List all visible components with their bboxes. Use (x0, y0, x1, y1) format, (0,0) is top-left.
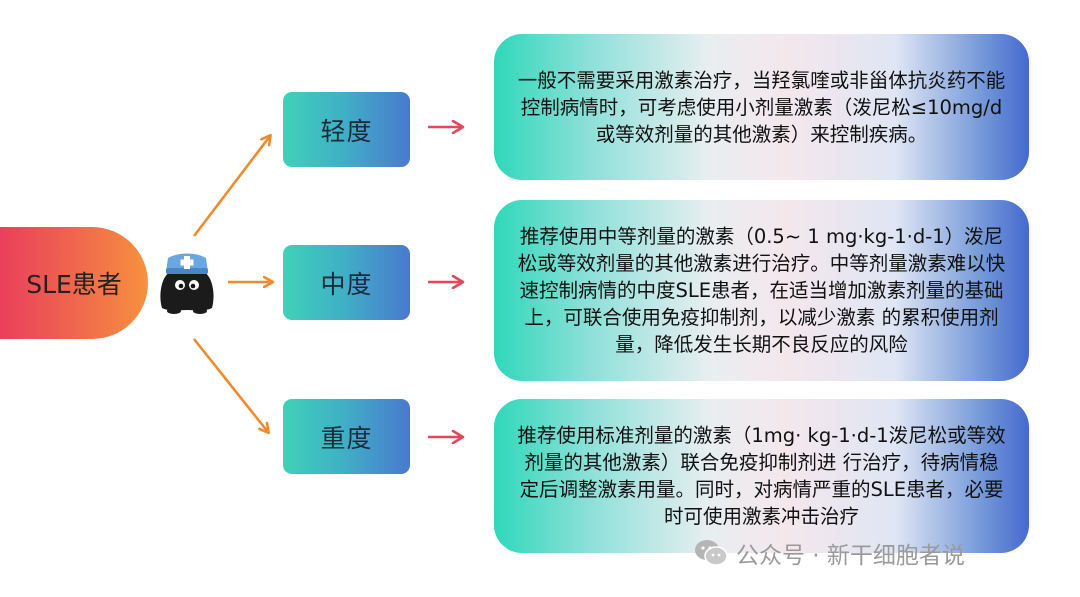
description-box-mild: 一般不需要采用激素治疗，当羟氯喹或非甾体抗炎药不能控制病情时，可考虑使用小剂量激… (494, 34, 1029, 180)
watermark: 公众号 · 新干细胞者说 (694, 536, 965, 570)
level-label-severe: 重度 (320, 423, 373, 453)
level-label-mild: 轻度 (320, 116, 373, 146)
root-label: SLE患者 (26, 270, 122, 299)
level-node-mild: 轻度 (283, 92, 410, 167)
level-node-moderate: 中度 (283, 245, 410, 320)
watermark-text: 公众号 · 新干细胞者说 (736, 543, 965, 569)
description-text-moderate: 推荐使用中等剂量的激素（0.5~ 1 mg·kg-1·d-1）泼尼松或等效剂量的… (517, 225, 1006, 356)
root-node: SLE患者 (0, 227, 148, 339)
level-label-moderate: 中度 (320, 269, 373, 299)
description-text-mild: 一般不需要采用激素治疗，当羟氯喹或非甾体抗炎药不能控制病情时，可考虑使用小剂量激… (517, 68, 1006, 146)
branch-arrow-severe (192, 338, 268, 432)
doctor-icon (160, 253, 214, 314)
description-box-moderate: 推荐使用中等剂量的激素（0.5~ 1 mg·kg-1·d-1）泼尼松或等效剂量的… (494, 200, 1029, 381)
branch-arrow-mild (192, 136, 270, 237)
wechat-icon (695, 540, 728, 566)
description-text-severe: 推荐使用标准剂量的激素（1mg· kg-1·d-1泼尼松或等效剂量的其他激素）联… (517, 424, 1006, 528)
description-box-severe: 推荐使用标准剂量的激素（1mg· kg-1·d-1泼尼松或等效剂量的其他激素）联… (494, 399, 1029, 553)
level-node-severe: 重度 (283, 399, 410, 474)
